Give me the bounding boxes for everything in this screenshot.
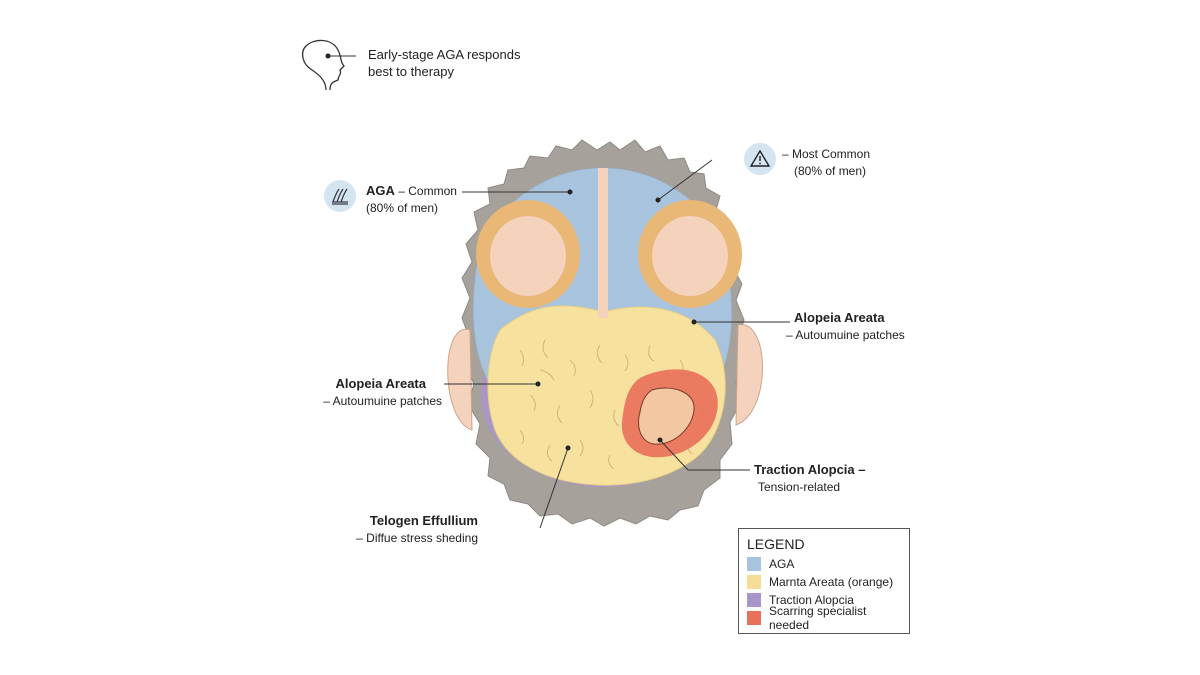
legend: LEGEND AGA Marnta Areata (orange) Tracti… <box>738 528 910 634</box>
part-line <box>598 168 608 318</box>
legend-swatch <box>747 557 761 571</box>
warning-triangle-icon <box>744 143 776 175</box>
telogen-line2: – Diffue stress sheding <box>356 531 478 545</box>
legend-label: Marnta Areata (orange) <box>769 575 894 589</box>
alopecia-right-title: Alopeia Areata <box>794 310 885 325</box>
top-note-line1: Early-stage AGA responds <box>368 47 521 62</box>
telogen-callout: Telogen Effullium – Diffue stress shedin… <box>340 512 478 547</box>
legend-item: Marnta Areata (orange) <box>747 573 901 591</box>
legend-label: AGA <box>769 557 795 571</box>
leader-lines <box>328 55 790 529</box>
aga-line2: (80% of men) <box>366 201 439 215</box>
traction-line2: Tension-related <box>758 480 841 494</box>
scarring-core <box>638 387 695 445</box>
aga-rest: – Common <box>394 184 457 198</box>
alopecia-left-title: Alopeia Areata <box>335 376 426 391</box>
most-common-line2: (80% of men) <box>794 164 867 178</box>
most-common-callout: – Most Common (80% of men) <box>782 146 870 180</box>
legend-swatch <box>747 575 761 589</box>
telogen-title: Telogen Effullium <box>369 513 478 528</box>
right-temple-skin <box>652 216 728 296</box>
hair-strands-icon <box>324 180 356 212</box>
alopecia-left-line2: – Autoumuine patches <box>323 394 442 408</box>
alopecia-left-callout: Alopeia Areata – Autoumuine patches <box>300 375 442 410</box>
alopecia-right-callout: Alopeia Areata – Autoumuine patches <box>786 309 905 344</box>
legend-item: Traction Alopcia <box>747 591 901 609</box>
leader-dots <box>325 53 697 451</box>
traction-title: Traction Alopcia – <box>754 462 866 477</box>
right-ear <box>735 324 763 426</box>
left-ear <box>447 329 473 431</box>
head-profile-icon <box>301 39 345 91</box>
aga-common-callout: AGA – Common (80% of men) <box>366 182 457 217</box>
left-temple-skin <box>490 216 566 296</box>
legend-item: Scarring specialist needed <box>747 604 901 632</box>
most-common-line1: – Most Common <box>782 147 871 161</box>
alopecia-right-line2: – Autoumuine patches <box>786 328 905 342</box>
legend-swatch <box>747 611 761 625</box>
legend-label: Traction Alopcia <box>769 593 854 607</box>
top-note-line2: best to therapy <box>368 64 454 79</box>
traction-callout: Traction Alopcia – Tension-related <box>754 461 866 496</box>
legend-label: Scarring specialist needed <box>769 604 867 632</box>
aga-title: AGA <box>366 183 395 198</box>
legend-item: AGA <box>747 555 901 573</box>
top-note: Early-stage AGA responds best to therapy <box>368 46 520 80</box>
legend-swatch <box>747 593 761 607</box>
legend-title: LEGEND <box>747 536 805 552</box>
